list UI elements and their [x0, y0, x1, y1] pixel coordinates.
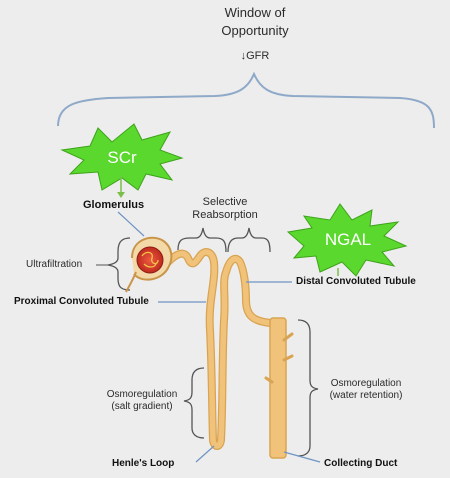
scr-pointer-arrowhead	[117, 192, 125, 198]
window-brace	[57, 71, 435, 129]
osmoregulation-water-label: Osmoregulation (water retention)	[318, 378, 414, 401]
collecting-pointer	[283, 451, 321, 463]
henles-loop-label: Henle's Loop	[112, 458, 175, 469]
window-title-line1: Window of	[224, 5, 286, 20]
osmo-left-line2: (salt gradient)	[111, 400, 173, 412]
ngal-star-shape	[286, 203, 408, 277]
osmo-right-line2: (water retention)	[329, 389, 403, 401]
osmo-right-brace	[297, 319, 319, 457]
henle-pointer	[195, 445, 215, 463]
osmoregulation-salt-label: Osmoregulation (salt gradient)	[100, 389, 184, 412]
ngal-marker-label: NGAL	[324, 230, 372, 249]
reabsorption-brace-left	[177, 227, 227, 253]
window-title: Window of Opportunity	[170, 5, 340, 39]
reabsorption-brace-right	[227, 227, 271, 253]
gfr-label: ↓GFR	[240, 50, 270, 62]
glomerulus-label: Glomerulus	[83, 199, 145, 211]
scr-star-shape	[60, 123, 184, 191]
ultrafiltration-brace	[107, 237, 131, 291]
ultrafiltration-label: Ultrafiltration	[26, 259, 83, 270]
proximal-tubule-label: Proximal Convoluted Tubule	[14, 296, 149, 307]
collecting-duct-shape	[264, 317, 294, 459]
selective-line1: Selective	[202, 196, 248, 208]
nephron-tubules	[164, 248, 280, 450]
glomerulus-pointer	[117, 211, 145, 237]
glomerulus-shape	[125, 236, 173, 293]
distal-tubule-label: Distal Convoluted Tubule	[296, 276, 416, 287]
osmo-right-line1: Osmoregulation	[330, 378, 402, 389]
selective-line2: Reabsorption	[192, 208, 258, 221]
osmo-left-line1: Osmoregulation	[106, 389, 178, 400]
window-title-line2: Opportunity	[221, 22, 289, 38]
collecting-duct-label: Collecting Duct	[324, 458, 398, 469]
osmo-left-brace	[183, 367, 205, 439]
scr-marker-label: SCr	[107, 148, 137, 167]
selective-reabsorption-label: Selective Reabsorption	[180, 196, 270, 221]
